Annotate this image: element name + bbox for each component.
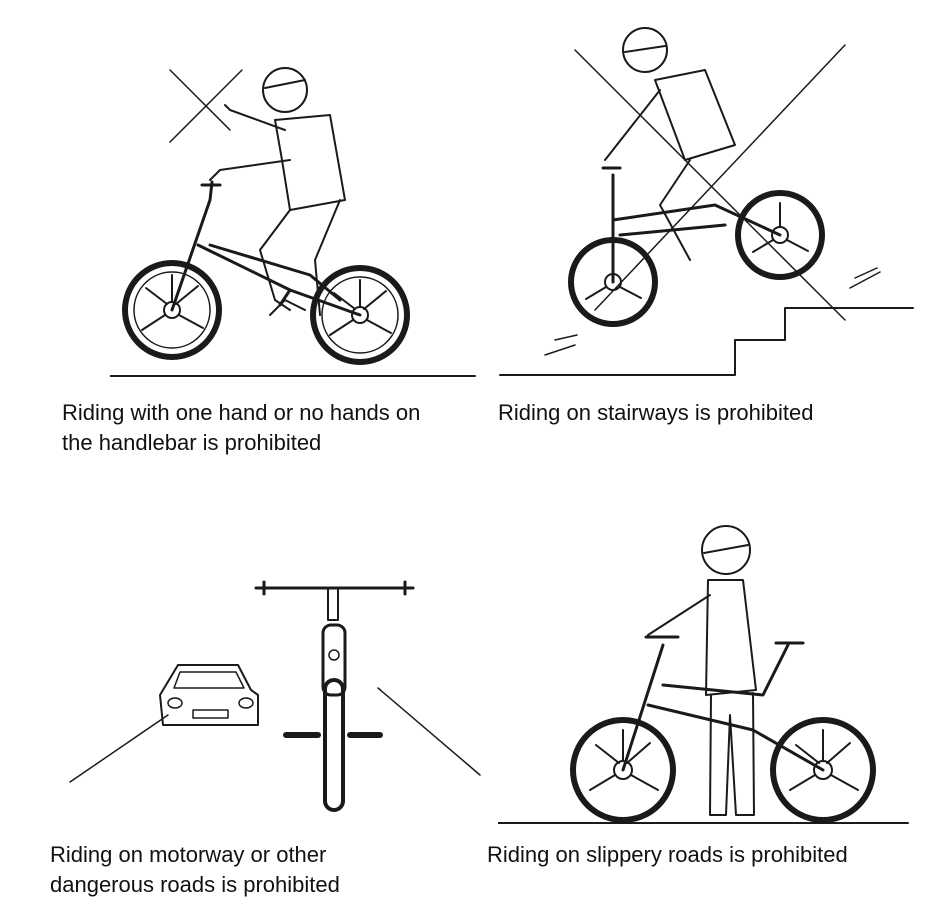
caption-motorway: Riding on motorway or other dangerous ro… (50, 840, 448, 900)
caption-line: Riding on motorway or other (50, 842, 327, 867)
caption-slippery-roads: Riding on slippery roads is prohibited (487, 840, 907, 870)
rear-wheel (735, 190, 825, 280)
caption-stairways: Riding on stairways is prohibited (498, 398, 898, 428)
caption-line: Riding on slippery roads is prohibited (487, 842, 848, 867)
rider-figure (604, 27, 736, 261)
rear-wheel (310, 265, 410, 365)
illustration-motorway (68, 570, 488, 815)
caption-line: the handlebar is prohibited (62, 430, 322, 455)
front-wheel (122, 260, 222, 360)
prohibition-cross-icon (574, 49, 846, 321)
caption-line: Riding with one hand or no hands on (62, 400, 421, 425)
caption-line: Riding on stairways is prohibited (498, 400, 814, 425)
person-figure (647, 525, 757, 816)
illustration-stairways (495, 20, 920, 380)
illustration-one-hand-riding (110, 50, 480, 385)
prohibition-cross-icon (169, 69, 231, 131)
illustration-slippery-roads (498, 515, 923, 830)
bicycle-front-view (254, 580, 415, 812)
caption-line: dangerous roads is prohibited (50, 872, 340, 897)
car-icon (159, 664, 259, 726)
caption-one-hand: Riding with one hand or no hands on the … (62, 398, 472, 458)
front-wheel (570, 717, 676, 823)
rear-wheel (770, 717, 876, 823)
rider-figure (209, 67, 346, 316)
